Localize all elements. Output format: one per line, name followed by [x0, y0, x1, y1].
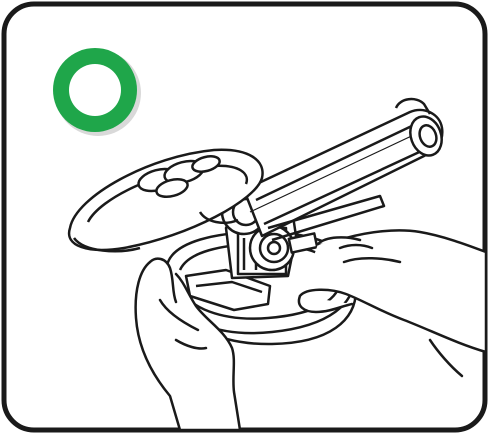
instruction-panel: [0, 0, 489, 434]
instruction-illustration: [0, 0, 489, 434]
